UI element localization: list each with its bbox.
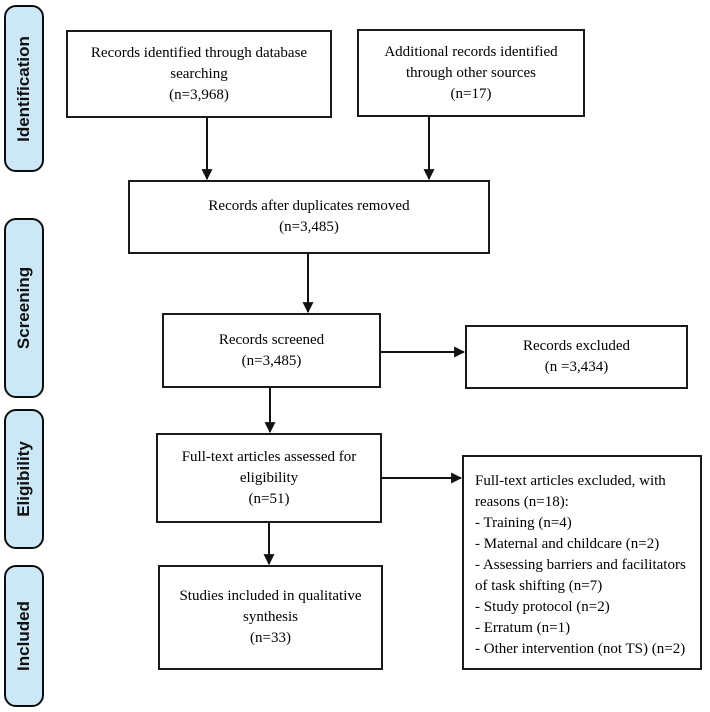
box-records-excluded-count: (n =3,434) [544, 359, 609, 375]
stage-label-eligibility: Eligibility [4, 409, 44, 549]
box-records-identified-database-count: (n=3,968) [169, 86, 229, 103]
box-qualitative-synthesis-text: Studies included in qualitative synthesi… [179, 588, 362, 625]
box-fulltext-assessed: Full-text articles assessed for eligibil… [156, 433, 382, 523]
exclusion-reason-item: - Maternal and childcare (n=2) [475, 536, 660, 552]
box-qualitative-synthesis: Studies included in qualitative synthesi… [158, 565, 383, 670]
box-duplicates-removed: Records after duplicates removed (n=3,48… [128, 180, 490, 254]
stage-label-included: Included [4, 565, 44, 707]
stage-label-screening: Screening [4, 218, 44, 398]
box-records-excluded: Records excluded (n =3,434) [465, 325, 688, 389]
box-fulltext-excluded: Full-text articles excluded, with reason… [462, 455, 702, 670]
box-records-screened: Records screened (n=3,485) [162, 313, 381, 388]
exclusion-reason-item: - Assessing barriers and facilitators of… [475, 557, 686, 594]
box-fulltext-assessed-text: Full-text articles assessed for eligibil… [181, 448, 357, 486]
exclusion-reason-item: - Other intervention (not TS) (n=2) [475, 641, 686, 657]
box-records-identified-database: Records identified through database sear… [66, 30, 332, 118]
exclusion-reason-item: - Study protocol (n=2) [475, 599, 610, 615]
box-duplicates-removed-text: Records after duplicates removed [208, 198, 410, 214]
stage-label-screening-text: Screening [14, 266, 34, 350]
box-additional-records-text: Additional records identified through ot… [384, 43, 558, 81]
exclusion-reason-item: - Training (n=4) [475, 515, 572, 531]
box-records-screened-text: Records screened [218, 331, 325, 348]
box-qualitative-synthesis-count: (n=33) [250, 630, 291, 646]
stage-label-identification-text: Identification [14, 35, 33, 142]
stage-label-included-text: Included [14, 601, 33, 671]
box-additional-records-count: (n=17) [450, 85, 492, 102]
stage-label-eligibility-text: Eligibility [14, 441, 33, 517]
box-duplicates-removed-count: (n=3,485) [279, 219, 339, 235]
box-records-identified-database-text: Records identified through database sear… [90, 44, 308, 82]
box-records-excluded-text: Records excluded [522, 338, 631, 354]
box-fulltext-assessed-count: (n=51) [248, 490, 290, 507]
box-additional-records: Additional records identified through ot… [357, 29, 585, 117]
box-fulltext-excluded-title: Full-text articles excluded, with reason… [475, 473, 666, 510]
box-records-screened-count: (n=3,485) [241, 352, 302, 369]
stage-label-identification: Identification [4, 5, 44, 172]
exclusion-reason-item: - Erratum (n=1) [475, 620, 571, 636]
